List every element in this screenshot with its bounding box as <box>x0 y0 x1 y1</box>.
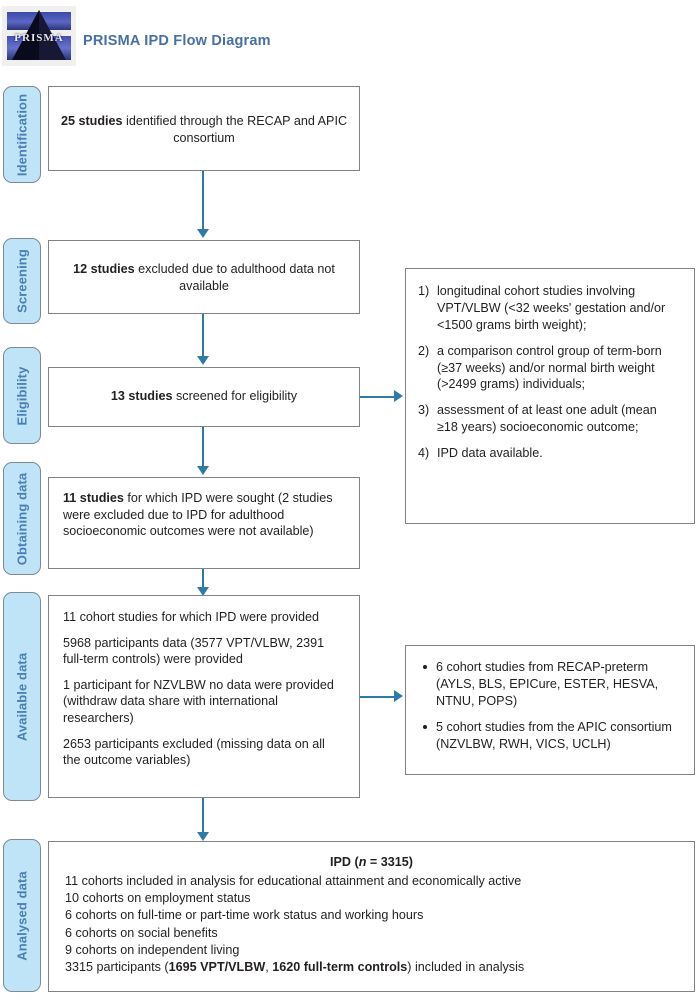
criteria-number: 1) <box>418 284 430 298</box>
studies-excluded-count: 12 studies <box>73 262 135 276</box>
arrowhead-down-icon <box>197 356 209 365</box>
phase-identification: Identification <box>3 86 41 183</box>
criteria-text: IPD data available. <box>437 446 543 460</box>
phase-available-data: Available data <box>3 592 41 801</box>
criteria-item: 4) IPD data available. <box>418 445 680 462</box>
phase-label: Screening <box>14 249 30 313</box>
analysed-line: 9 cohorts on independent living <box>65 943 240 958</box>
connector-excluded-to-screened <box>202 314 205 358</box>
criteria-number: 4) <box>418 446 430 460</box>
connector-identified-to-excluded <box>202 171 205 231</box>
final-vpt-count: 1695 VPT/VLBW <box>168 960 266 975</box>
available-data-line: 1 participant for NZVLBW no data were pr… <box>63 677 334 726</box>
studies-screened-count: 13 studies <box>110 389 173 403</box>
page-header: PRISMA PRISMA IPD Flow Diagram <box>0 0 699 72</box>
available-data-line: 2653 participants excluded (missing data… <box>63 736 325 768</box>
phase-label: Identification <box>14 93 30 176</box>
box-ipd-sought: 11 studies for which IPD were sought (2 … <box>48 477 360 569</box>
arrowhead-right-icon <box>394 390 403 402</box>
cohort-text: 6 cohort studies from RECAP-preterm (AYL… <box>436 660 659 708</box>
prisma-logo: PRISMA <box>2 6 76 66</box>
phase-obtaining-data: Obtaining data <box>3 462 41 575</box>
studies-identified-text: identified through the RECAP and APIC co… <box>122 114 348 145</box>
available-data-line: 5968 participants data (3577 VPT/VLBW, 2… <box>63 635 325 667</box>
analysed-line: 11 cohorts included in analysis for educ… <box>65 873 522 888</box>
arrowhead-down-icon <box>197 832 209 841</box>
studies-excluded-text: excluded due to adulthood data not avail… <box>134 262 335 293</box>
connector-screened-to-sought <box>202 427 205 468</box>
box-studies-excluded: 12 studies excluded due to adulthood dat… <box>48 240 360 314</box>
final-pre: 3315 participants ( <box>65 960 169 975</box>
box-eligibility-criteria: 1) longitudinal cohort studies involving… <box>405 268 695 524</box>
phase-analysed-data: Analysed data <box>3 839 41 992</box>
ipd-sought-text: for which IPD were sought (2 studies wer… <box>63 491 333 539</box>
cohort-item: 5 cohort studies from the APIC consortiu… <box>420 719 680 753</box>
cohort-text: 5 cohort studies from the APIC consortiu… <box>436 719 672 751</box>
phase-screening: Screening <box>3 238 41 324</box>
box-cohort-sources: 6 cohort studies from RECAP-preterm (AYL… <box>405 645 695 775</box>
connector-screened-to-criteria <box>360 396 396 399</box>
available-data-line: 11 cohort studies for which IPD were pro… <box>63 610 319 624</box>
bullet-icon <box>423 665 427 669</box>
criteria-text: a comparison control group of term-born … <box>437 343 662 392</box>
studies-identified-count: 25 studies <box>60 114 123 128</box>
arrowhead-right-icon <box>394 690 403 702</box>
criteria-number: 3) <box>418 403 430 418</box>
criteria-number: 2) <box>418 343 430 358</box>
analysed-title: IPD (n = 3315) <box>65 854 678 871</box>
arrowhead-down-icon <box>197 466 209 475</box>
box-studies-identified: 25 studies identified through the RECAP … <box>48 86 360 171</box>
box-analysed-data: IPD (n = 3315) 11 cohorts included in an… <box>48 841 695 992</box>
ipd-sought-count: 11 studies <box>63 491 124 505</box>
connector-available-to-cohorts <box>360 696 396 699</box>
cohort-list: 6 cohort studies from RECAP-preterm (AYL… <box>420 659 680 752</box>
connector-sought-to-available <box>202 569 205 589</box>
cohort-item: 6 cohort studies from RECAP-preterm (AYL… <box>420 659 680 710</box>
final-control-count: 1620 full-term controls <box>272 960 408 975</box>
phase-eligibility: Eligibility <box>3 347 41 444</box>
studies-screened-text: screened for eligibility <box>172 389 298 403</box>
criteria-list: 1) longitudinal cohort studies involving… <box>418 283 680 462</box>
criteria-text: longitudinal cohort studies involving VP… <box>437 284 666 332</box>
phase-label: Analysed data <box>14 870 30 961</box>
page-title: PRISMA IPD Flow Diagram <box>83 33 271 49</box>
logo-wordmark: PRISMA <box>14 32 64 44</box>
pyramid-shadow-icon <box>39 10 66 60</box>
criteria-item: 1) longitudinal cohort studies involving… <box>418 283 680 334</box>
criteria-item: 3) assessment of at least one adult (mea… <box>418 402 680 436</box>
final-mid: , <box>265 960 273 975</box>
criteria-text: assessment of at least one adult (mean ≥… <box>437 403 657 435</box>
box-available-data: 11 cohort studies for which IPD were pro… <box>48 595 360 798</box>
analysed-line: 10 cohorts on employment status <box>65 890 251 905</box>
bullet-icon <box>423 724 427 729</box>
analysed-title-n: n <box>358 855 367 869</box>
analysed-line: 6 cohorts on full-time or part-time work… <box>65 908 424 923</box>
phase-label: Obtaining data <box>14 472 30 565</box>
analysed-title-pre: IPD ( <box>330 855 359 869</box>
connector-available-to-analysed <box>202 798 205 834</box>
box-studies-screened: 13 studies screened for eligibility <box>48 367 360 427</box>
criteria-item: 2) a comparison control group of term-bo… <box>418 343 680 394</box>
analysed-title-post: = 3315) <box>366 855 413 869</box>
phase-label: Eligibility <box>14 366 30 425</box>
final-post: ) included in analysis <box>407 960 525 975</box>
analysed-line: 6 cohorts on social benefits <box>65 925 218 940</box>
arrowhead-down-icon <box>197 229 209 238</box>
arrowhead-down-icon <box>197 587 209 596</box>
phase-label: Available data <box>14 652 30 741</box>
analysed-final-line: 3315 participants (1695 VPT/VLBW, 1620 f… <box>65 959 678 976</box>
